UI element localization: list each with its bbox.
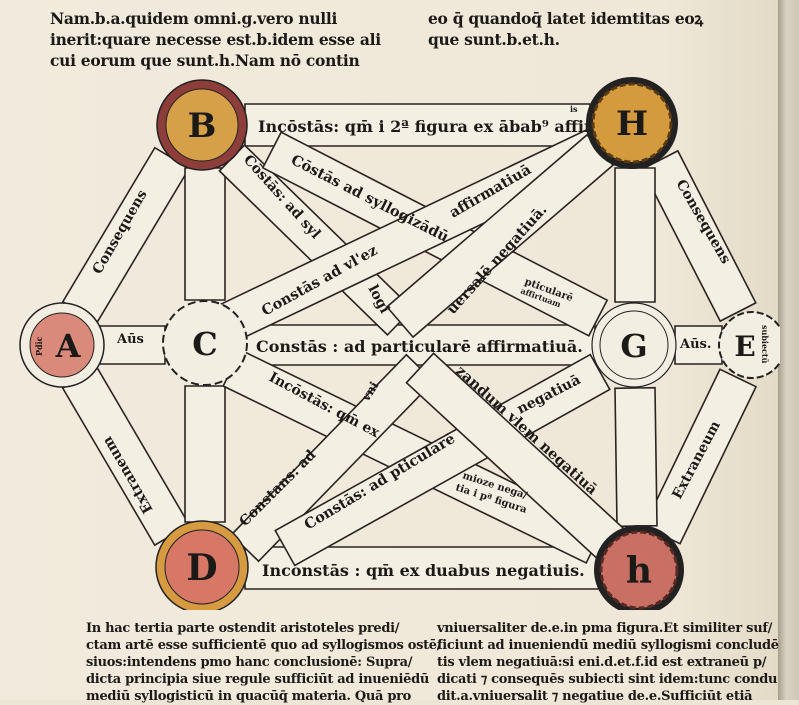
top-right-text: eo q̄ quandoq̄ latet idemtitas eoꝝ que su… (428, 8, 703, 50)
node-c: C (162, 300, 248, 386)
label-a-ans: Aūs (116, 332, 144, 347)
node-h-top: H (586, 77, 678, 169)
bottom-left-text: In hac tertia parte ostendit aristoteles… (86, 620, 442, 705)
band-g-h (614, 386, 658, 528)
node-g: G (591, 302, 677, 388)
text-line: que sunt.b.et.h. (428, 30, 560, 49)
band-right-upper (641, 149, 757, 323)
node-letter: B (188, 106, 217, 146)
text-line: ficiunt ad inueniendū mediū syllogismi c… (437, 638, 779, 653)
node-b: B (156, 79, 248, 171)
node-e: E subiectū (718, 311, 780, 379)
band-u4 (385, 133, 615, 339)
text-line: dicta principia siue regule sufficiūt ad… (86, 672, 430, 687)
text-line: tis vlem negatiuā:si eni.d.et.f.id est e… (437, 655, 767, 670)
text-line: inerit:quare necesse est.b.idem esse ali (50, 30, 381, 49)
node-d: D (155, 520, 249, 610)
text-line: In hac tertia parte ostendit aristoteles… (86, 621, 400, 636)
node-letter: C (192, 325, 217, 363)
node-letter: E (734, 330, 755, 363)
label-g-ans: Aūs. (679, 337, 711, 352)
band-h-g (614, 167, 656, 303)
band-right-lower (642, 368, 758, 545)
band-middle-label: Constās : ad particularē affirmatiuā. (256, 337, 583, 356)
band-c-d (184, 385, 226, 523)
syllogism-diagram: Incōstās: qm̄ i 2ª figura ex ābab⁹ affir… (19, 77, 780, 610)
text-line: dicati ⁊ consequēs subiecti sint idem:tu… (437, 672, 778, 687)
top-left-text: Nam.b.a.quidem omni.g.vero nulli inerit:q… (50, 8, 381, 71)
text-line: vniuersaliter de.e.in pma figura.Et simi… (437, 621, 773, 636)
band-top-label: Incōstās: qm̄ i 2ª figura ex ābab⁹ affir (258, 117, 593, 136)
text-line: ctam artē esse sufficientē quo ad syllog… (86, 638, 442, 653)
node-e-small-label: subiectū (760, 325, 770, 364)
node-a: A Pdīc (19, 302, 105, 388)
text-line: mediū syllogisticū in quacūq̄ materia. Q… (86, 689, 412, 704)
text-line: siuos:intendens pmo hanc conclusionē: Su… (86, 655, 413, 670)
node-letter: A (55, 327, 82, 365)
band-b-c (184, 167, 226, 301)
bottom-right-text: vniuersaliter de.e.in pma figura.Et simi… (437, 620, 779, 705)
text-line: eo q̄ quandoq̄ latet idemtitas eoꝝ (428, 9, 704, 28)
node-letter: H (616, 104, 648, 144)
text-line: cui eorum que sunt.h.Nam nō contin (50, 51, 360, 70)
node-h-bottom: h (594, 525, 684, 610)
text-line: Nam.b.a.quidem omni.g.vero nulli (50, 9, 338, 28)
text-line: dit.a.vniuersalit ⁊ negatiue de.e.Suffic… (437, 689, 753, 704)
node-letter: D (186, 547, 217, 589)
band-bottom-label: Inconstās : qm̄ ex duabus negatiuis. (262, 561, 585, 580)
node-letter: h (626, 550, 652, 592)
node-a-small-label: Pdīc (34, 336, 44, 356)
facing-page-edge (778, 0, 799, 700)
node-letter: G (620, 327, 647, 365)
band-top-superscript: is (570, 104, 578, 114)
